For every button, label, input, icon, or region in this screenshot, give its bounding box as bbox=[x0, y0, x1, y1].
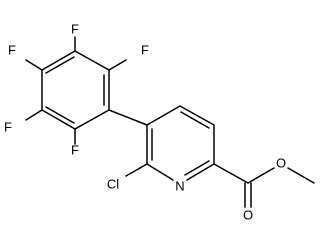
bond bbox=[247, 167, 275, 184]
chlorine-label: Cl bbox=[107, 176, 119, 191]
bond bbox=[180, 111, 210, 129]
bond bbox=[213, 163, 249, 184]
bond bbox=[186, 163, 215, 181]
fluorine-label-right: F bbox=[141, 42, 149, 57]
carbonyl-oxygen-label: O bbox=[243, 207, 253, 222]
bond bbox=[25, 109, 43, 121]
fluorine-label-top: F bbox=[71, 21, 79, 36]
bond bbox=[146, 105, 181, 126]
bond bbox=[287, 167, 315, 184]
bond bbox=[74, 50, 110, 71]
bond bbox=[41, 109, 76, 130]
fluorine-bonds bbox=[25, 36, 127, 145]
bond bbox=[108, 59, 127, 71]
bond bbox=[45, 106, 75, 124]
biaryl-bond bbox=[108, 109, 148, 126]
nitrogen-label: N bbox=[175, 178, 184, 193]
bond bbox=[184, 160, 210, 176]
bond bbox=[45, 56, 75, 74]
ester-oxygen-label: O bbox=[276, 155, 286, 170]
bond bbox=[25, 59, 43, 71]
bond bbox=[41, 50, 76, 71]
pentafluorophenyl-ring bbox=[41, 50, 110, 130]
fluorine-label-upper-left: F bbox=[8, 42, 16, 57]
fluorine-label-lower: F bbox=[71, 142, 79, 157]
chlorine-bond bbox=[125, 163, 148, 177]
pyridine-ring bbox=[146, 105, 215, 181]
bond bbox=[179, 105, 215, 126]
bond bbox=[74, 109, 110, 130]
methyl-ester-group bbox=[213, 163, 315, 208]
fluorine-label-lower-left: F bbox=[4, 119, 12, 134]
bond bbox=[146, 163, 174, 181]
